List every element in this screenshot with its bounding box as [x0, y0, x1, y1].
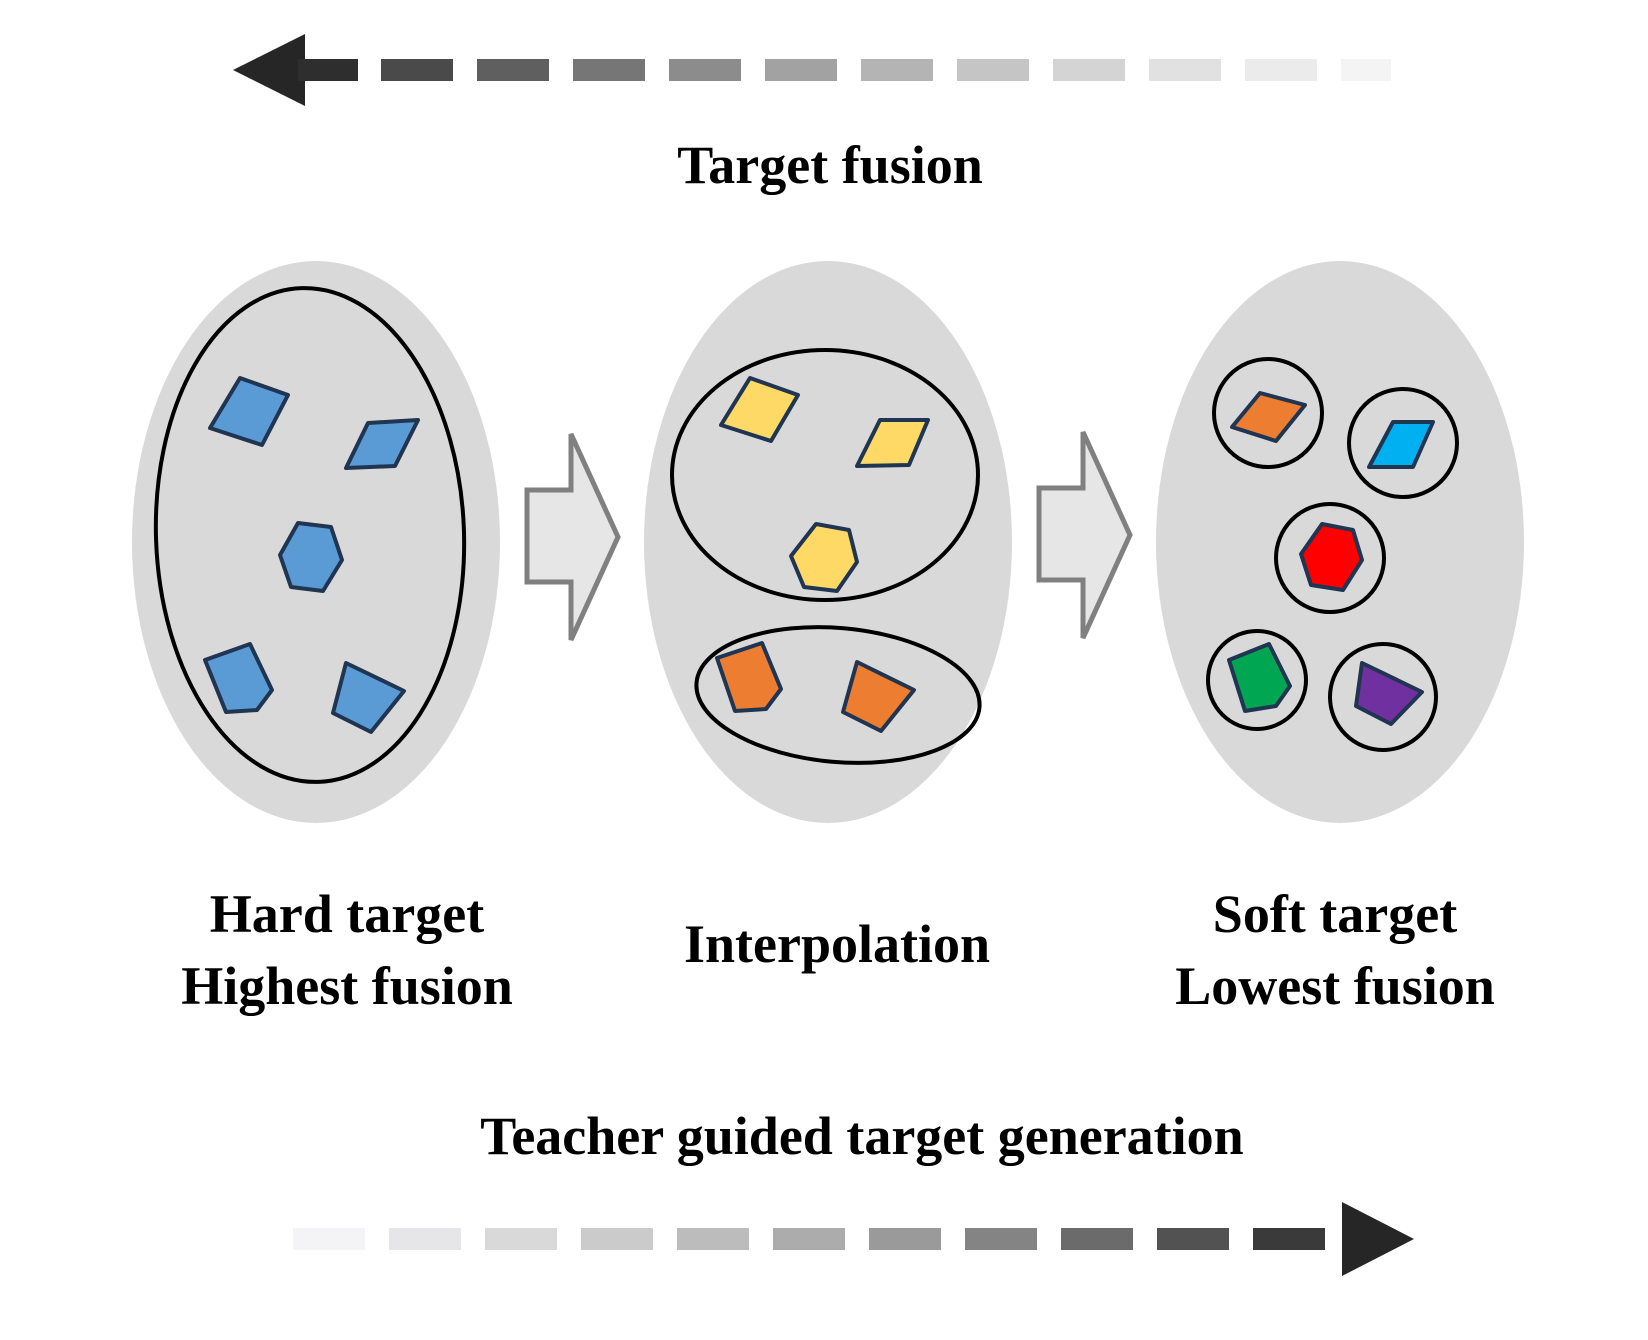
- left-caption-line1: Hard target: [210, 884, 484, 944]
- purple-quadrilateral-shape: [1354, 661, 1424, 726]
- middle-caption: Interpolation: [684, 914, 990, 974]
- orange-quadrilateral-shape: [841, 660, 916, 733]
- top-dash: [1053, 59, 1125, 81]
- blue-hexagon-shape: [278, 521, 344, 593]
- cluster-outline: [670, 348, 980, 602]
- bottom-dash: [965, 1228, 1037, 1250]
- red-hexagon-shape: [1299, 522, 1364, 592]
- cyan-parallelogram-shape: [1367, 420, 1435, 469]
- cluster-outline: [153, 286, 467, 784]
- bottom-dashed-arrow: [293, 1202, 1414, 1276]
- top-dash: [765, 59, 837, 81]
- top-arrowhead: [233, 34, 305, 106]
- right-caption-line1: Soft target: [1213, 884, 1457, 944]
- bottom-dash: [773, 1228, 845, 1250]
- blue-parallelogram-shape: [344, 418, 420, 470]
- yellow-hexagon-shape: [789, 522, 859, 593]
- bottom-dash: [389, 1228, 461, 1250]
- green-pentagon-shape: [1227, 642, 1292, 713]
- blue-quadrilateral-shape: [331, 661, 406, 734]
- panel-hard-target: [132, 261, 500, 823]
- blue-pentagon-shape: [203, 642, 274, 714]
- bottom-title: Teacher guided target generation: [480, 1106, 1243, 1166]
- top-title: Target fusion: [677, 135, 983, 195]
- bottom-dash: [581, 1228, 653, 1250]
- top-dash: [1245, 59, 1317, 81]
- panel-soft-target: [1156, 261, 1524, 823]
- bottom-dash: [1061, 1228, 1133, 1250]
- left-caption-line2: Highest fusion: [181, 956, 513, 1016]
- cluster-outline: [1274, 502, 1386, 614]
- top-dashed-arrow: [233, 34, 1391, 106]
- top-dash: [1149, 59, 1221, 81]
- cluster-outline: [1212, 357, 1324, 469]
- top-dash: [298, 59, 358, 81]
- bottom-dash: [293, 1228, 365, 1250]
- bottom-arrowhead: [1342, 1202, 1414, 1276]
- cluster-outline: [694, 625, 982, 765]
- bottom-dash: [1253, 1228, 1325, 1250]
- cluster-outline: [1328, 642, 1438, 752]
- top-dash: [669, 59, 741, 81]
- bottom-dash: [869, 1228, 941, 1250]
- block-arrow-right: [1036, 430, 1133, 640]
- yellow-parallelogram-shape: [855, 418, 930, 468]
- block-arrow-right: [524, 432, 621, 642]
- orange-pentagon-shape: [715, 641, 783, 713]
- top-dash: [1341, 59, 1391, 81]
- cluster-outline: [1347, 387, 1459, 499]
- orange-parallelogram-shape: [1230, 391, 1307, 443]
- top-dash: [477, 59, 549, 81]
- top-dash: [573, 59, 645, 81]
- blue-parallelogram-shape: [208, 376, 290, 447]
- bottom-dash: [485, 1228, 557, 1250]
- right-caption-line2: Lowest fusion: [1175, 956, 1495, 1016]
- yellow-parallelogram-shape: [719, 376, 800, 443]
- top-dash: [957, 59, 1029, 81]
- cluster-outline: [1206, 629, 1308, 731]
- bottom-dash: [1157, 1228, 1229, 1250]
- top-dash: [381, 59, 453, 81]
- panel-interpolation: [644, 261, 1012, 823]
- bottom-dash: [677, 1228, 749, 1250]
- top-dash: [861, 59, 933, 81]
